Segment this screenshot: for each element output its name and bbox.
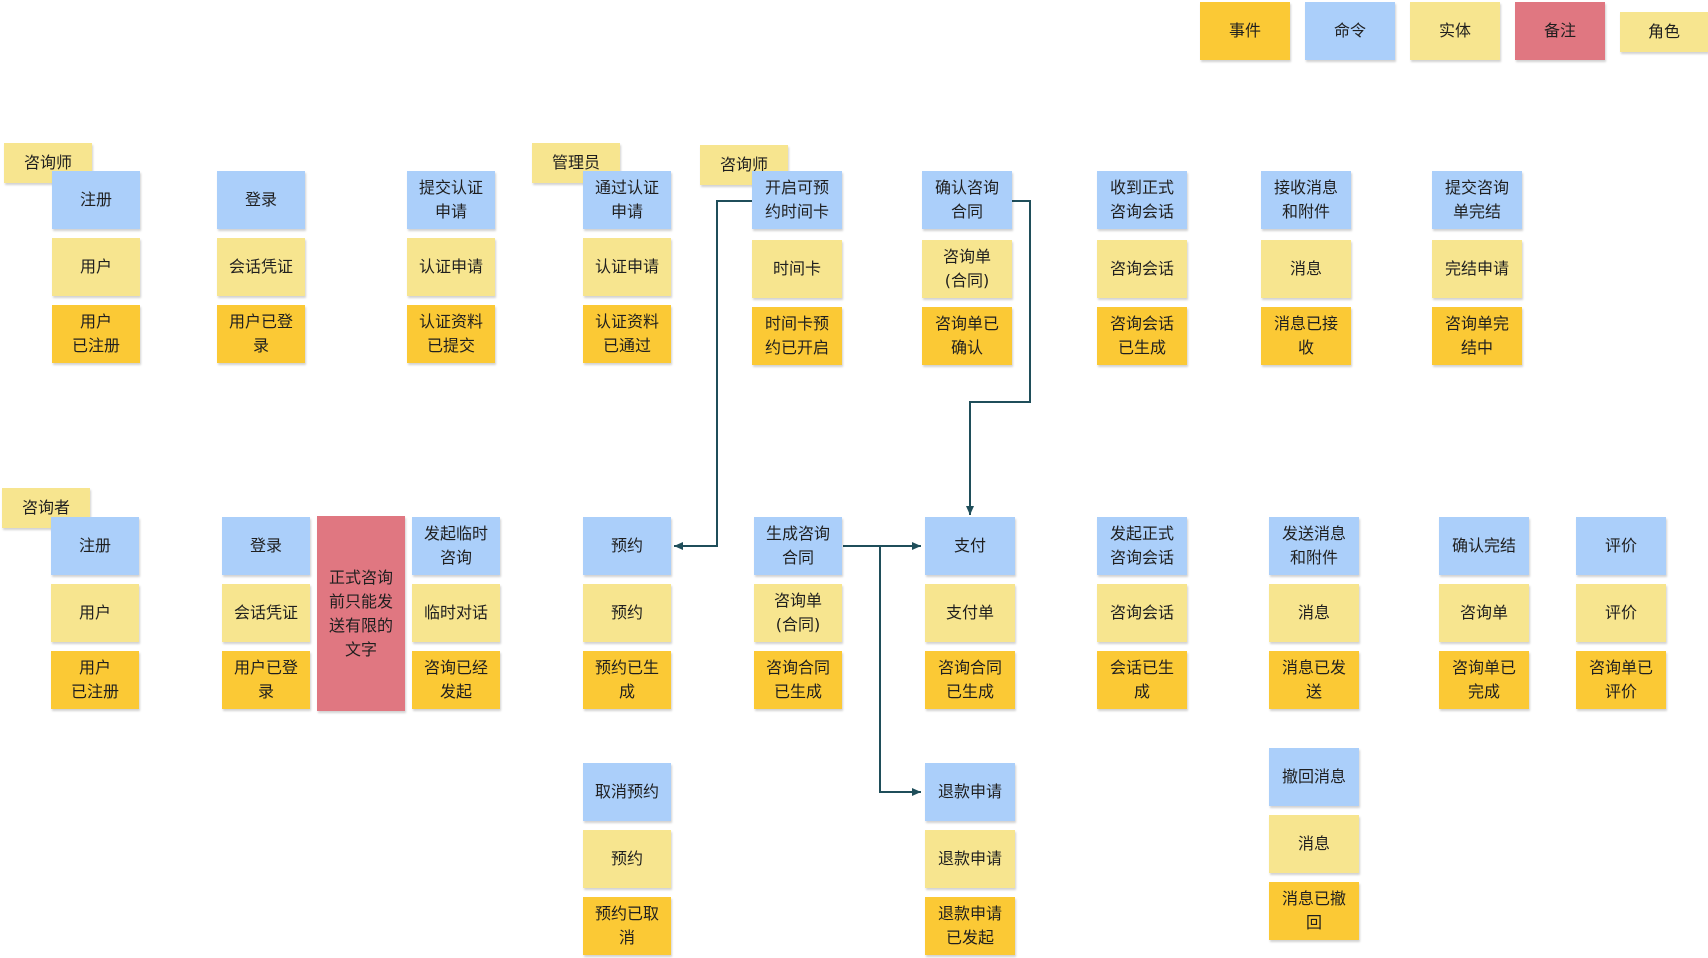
command-confirm-completion: 确认完结	[1439, 517, 1529, 575]
entity-consultation-contract: 咨询单(合同)	[922, 240, 1012, 298]
entity-consultation-contract: 咨询单(合同)	[754, 584, 842, 642]
command-send-message: 发送消息和附件	[1269, 517, 1359, 575]
command-book: 预约	[583, 517, 671, 575]
entity-booking: 预约	[583, 584, 671, 642]
entity-consultation-session: 咨询会话	[1097, 240, 1187, 298]
entity-message: 消息	[1269, 815, 1359, 873]
entity-user: 用户	[51, 584, 139, 642]
command-generate-contract: 生成咨询合同	[754, 517, 842, 575]
entity-temp-chat: 临时对话	[412, 584, 500, 642]
command-open-time-slots: 开启可预约时间卡	[752, 171, 842, 229]
entity-consultation-order: 咨询单	[1439, 584, 1529, 642]
entity-time-card: 时间卡	[752, 240, 842, 298]
entity-session-token: 会话凭证	[222, 584, 310, 642]
command-recall-message: 撤回消息	[1269, 748, 1359, 806]
arrow-open-slots-to-book	[674, 200, 756, 550]
legend-command: 命令	[1305, 2, 1395, 60]
command-submit-certification: 提交认证申请	[407, 171, 495, 229]
event-user-registered: 用户已注册	[52, 305, 140, 363]
event-order-completed: 咨询单已完成	[1439, 651, 1529, 709]
event-contract-generated: 咨询合同已生成	[754, 651, 842, 709]
entity-certification-request: 认证申请	[583, 238, 671, 296]
command-submit-completion: 提交咨询单完结	[1432, 171, 1522, 229]
entity-message: 消息	[1261, 240, 1351, 298]
command-start-temp-consultation: 发起临时咨询	[412, 517, 500, 575]
arrow-confirm-contract-to-pay	[966, 200, 1031, 515]
event-user-logged-in: 用户已登录	[217, 305, 305, 363]
command-login: 登录	[222, 517, 310, 575]
command-cancel-booking: 取消预约	[583, 763, 671, 821]
entity-consultation-session: 咨询会话	[1097, 584, 1187, 642]
event-completion-pending: 咨询单完结中	[1432, 307, 1522, 365]
legend-note: 备注	[1515, 2, 1605, 60]
entity-session-token: 会话凭证	[217, 238, 305, 296]
event-message-sent: 消息已发送	[1269, 651, 1359, 709]
command-review: 评价	[1576, 517, 1666, 575]
event-time-card-opened: 时间卡预约已开启	[752, 307, 842, 365]
entity-review: 评价	[1576, 584, 1666, 642]
entity-refund-request: 退款申请	[925, 830, 1015, 888]
command-start-session: 发起正式咨询会话	[1097, 517, 1187, 575]
command-confirm-contract: 确认咨询合同	[922, 171, 1012, 229]
note-limited-text: 正式咨询前只能发送有限的文字	[317, 516, 405, 711]
event-refund-requested: 退款申请已发起	[925, 897, 1015, 955]
legend-role: 角色	[1620, 12, 1708, 52]
entity-completion-request: 完结申请	[1432, 240, 1522, 298]
event-contract-generated: 咨询合同已生成	[925, 651, 1015, 709]
event-consultation-started: 咨询已经发起	[412, 651, 500, 709]
event-user-logged-in: 用户已登录	[222, 651, 310, 709]
command-register: 注册	[51, 517, 139, 575]
event-contract-confirmed: 咨询单已确认	[922, 307, 1012, 365]
command-receive-message: 接收消息和附件	[1261, 171, 1351, 229]
entity-payment-order: 支付单	[925, 584, 1015, 642]
event-certification-approved: 认证资料已通过	[583, 305, 671, 363]
legend-event: 事件	[1200, 2, 1290, 60]
event-session-created: 会话已生成	[1097, 651, 1187, 709]
event-booking-created: 预约已生成	[583, 651, 671, 709]
command-approve-certification: 通过认证申请	[583, 171, 671, 229]
event-session-created: 咨询会话已生成	[1097, 307, 1187, 365]
arrow-contract-to-refund	[879, 546, 921, 796]
event-certification-submitted: 认证资料已提交	[407, 305, 495, 363]
entity-booking: 预约	[583, 830, 671, 888]
event-order-reviewed: 咨询单已评价	[1576, 651, 1666, 709]
event-booking-cancelled: 预约已取消	[583, 897, 671, 955]
command-register: 注册	[52, 171, 140, 229]
event-user-registered: 用户已注册	[51, 651, 139, 709]
command-pay: 支付	[925, 517, 1015, 575]
event-message-recalled: 消息已撤回	[1269, 882, 1359, 940]
command-refund-request: 退款申请	[925, 763, 1015, 821]
event-message-received: 消息已接收	[1261, 307, 1351, 365]
entity-message: 消息	[1269, 584, 1359, 642]
command-login: 登录	[217, 171, 305, 229]
legend-entity: 实体	[1410, 2, 1500, 60]
entity-certification-request: 认证申请	[407, 238, 495, 296]
entity-user: 用户	[52, 238, 140, 296]
command-receive-session: 收到正式咨询会话	[1097, 171, 1187, 229]
